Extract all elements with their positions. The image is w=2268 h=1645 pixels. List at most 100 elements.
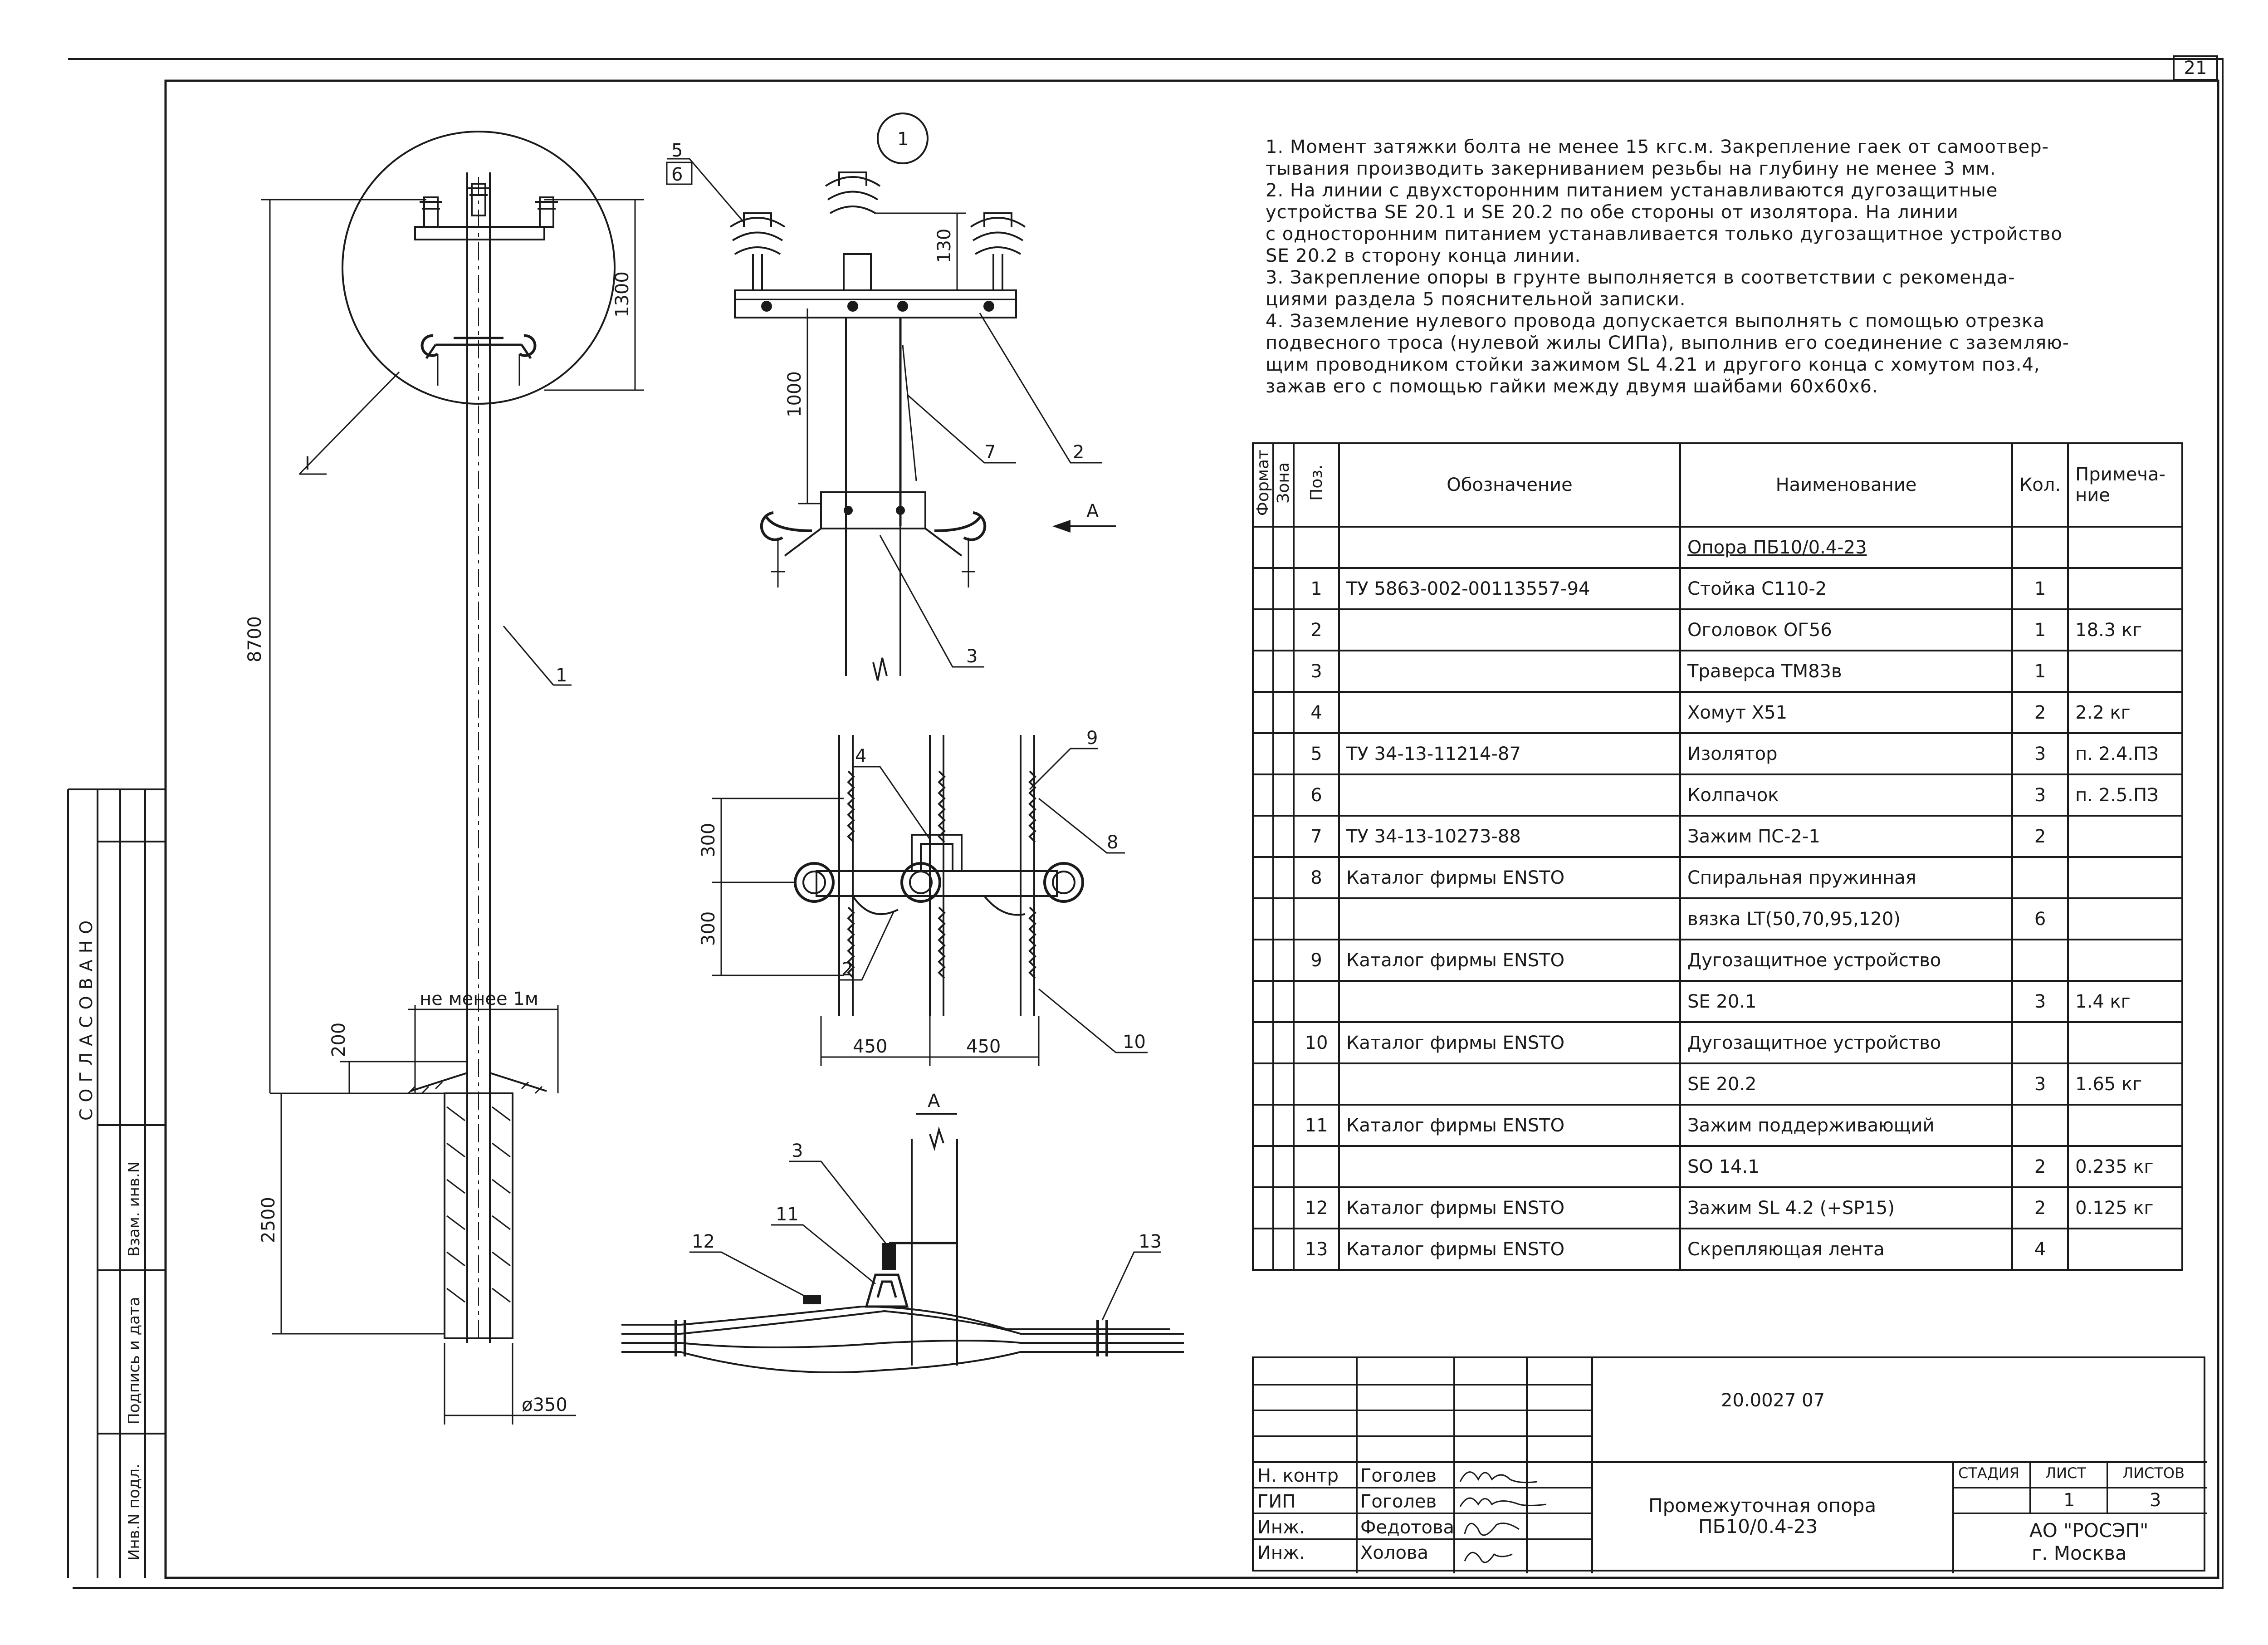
note-cell xyxy=(2067,1104,2184,1147)
sidebar-field-inventory: Инв.N подл. xyxy=(125,1464,143,1561)
note-cell: 0.235 кг xyxy=(2067,1145,2184,1188)
pos-cell: 11 xyxy=(1293,1104,1340,1147)
pos-cell: 9 xyxy=(1293,939,1340,982)
name-cell: Дугозащитное устройство xyxy=(1679,939,2013,982)
name-cell: Хомут Х51 xyxy=(1679,691,2013,734)
note-line: щим проводником стойки зажимом SL 4.21 и… xyxy=(1266,354,2040,375)
callout-10: 10 xyxy=(1123,1032,1146,1053)
note-line: 4. Заземление нулевого провода допускает… xyxy=(1266,311,2045,332)
designation-cell xyxy=(1338,1145,1681,1188)
name-cell: Зажим SL 4.2 (+SP15) xyxy=(1679,1186,2013,1229)
role-1: Н. контр xyxy=(1257,1465,1339,1486)
zone-cell xyxy=(1272,1062,1295,1106)
name-cell: Скрепляющая лента xyxy=(1679,1228,2013,1271)
view-arrow-a: А xyxy=(1086,501,1099,522)
format-cell xyxy=(1252,526,1274,569)
pos-cell: 1 xyxy=(1293,567,1340,610)
note-cell: 18.3 кг xyxy=(2067,608,2184,651)
designation-cell: Каталог фирмы ENSTO xyxy=(1338,1021,1681,1064)
title-line-1: Промежуточная опора xyxy=(1648,1494,1877,1517)
format-cell xyxy=(1252,980,1274,1023)
name-cell: Спиральная пружинная xyxy=(1679,856,2013,899)
note-line: 2. На линии с двухсторонним питанием уст… xyxy=(1266,180,1998,201)
note-line: 3. Закрепление опоры в грунте выполняетс… xyxy=(1266,267,2015,288)
header-name: Наименование xyxy=(1679,442,2013,528)
note-cell xyxy=(2067,815,2184,858)
zone-cell xyxy=(1272,856,1295,899)
pos-cell: 6 xyxy=(1293,774,1340,817)
zone-cell xyxy=(1272,1186,1295,1229)
name-3: Федотова xyxy=(1360,1517,1455,1538)
format-cell xyxy=(1252,1021,1274,1064)
designation-cell: Каталог фирмы ENSTO xyxy=(1338,939,1681,982)
header-designation: Обозначение xyxy=(1338,442,1681,528)
designation-cell xyxy=(1338,691,1681,734)
sidebar-field-signature: Подпись и дата xyxy=(125,1297,143,1425)
format-cell xyxy=(1252,567,1274,610)
qty-cell: 1 xyxy=(2011,608,2069,651)
sidebar-agreed: СОГЛАСОВАНО xyxy=(76,914,96,1121)
org-line-2: г. Москва xyxy=(2032,1542,2127,1564)
callout-I: I xyxy=(305,453,310,474)
qty-cell: 2 xyxy=(2011,815,2069,858)
sheet-value: 1 xyxy=(2063,1490,2075,1511)
general-notes: 1. Момент затяжки болта не менее 15 кгс.… xyxy=(1266,136,2209,397)
header-zone: Зона xyxy=(1274,462,1293,504)
dim-450-right: 450 xyxy=(966,1036,1001,1057)
zone-cell xyxy=(1272,526,1295,569)
pos-cell: 10 xyxy=(1293,1021,1340,1064)
sheets-value: 3 xyxy=(2150,1490,2161,1511)
qty-cell: 1 xyxy=(2011,567,2069,610)
table-row: Опора ПБ10/0.4-23 xyxy=(1252,526,2184,569)
note-line: циями раздела 5 пояснительной записки. xyxy=(1266,289,1686,310)
main-pole-view: 8700 1300 I 1 не менее 1м xyxy=(244,131,644,1425)
format-cell xyxy=(1252,650,1274,693)
stage-label: СТАДИЯ xyxy=(1958,1464,2019,1482)
zone-cell xyxy=(1272,1145,1295,1188)
name-cell: Дугозащитное устройство xyxy=(1679,1021,2013,1064)
dim-8700: 8700 xyxy=(244,616,265,662)
sheets-label: ЛИСТОВ xyxy=(2122,1464,2185,1482)
role-2: ГИП xyxy=(1257,1491,1296,1512)
note-line: с односторонним питанием устанавливается… xyxy=(1266,224,2063,245)
note-line: подвесного троса (нулевой жилы СИПа), вы… xyxy=(1266,333,2070,353)
view-a: А 3 11 12 13 xyxy=(621,1091,1184,1373)
designation-cell xyxy=(1338,1062,1681,1106)
note-cell xyxy=(2067,1228,2184,1271)
top-view: 300 300 450 450 4 9 8 2 10 xyxy=(698,728,1148,1066)
header-pos: Поз. xyxy=(1307,465,1326,501)
note-cell: п. 2.5.ПЗ xyxy=(2067,774,2184,817)
pos-cell: 3 xyxy=(1293,650,1340,693)
zone-cell xyxy=(1272,608,1295,651)
qty-cell: 4 xyxy=(2011,1228,2069,1271)
name-cell: Изолятор xyxy=(1679,732,2013,775)
zone-cell xyxy=(1272,980,1295,1023)
designation-cell: Каталог фирмы ENSTO xyxy=(1338,856,1681,899)
callout-7: 7 xyxy=(984,442,996,463)
format-cell xyxy=(1252,1062,1274,1106)
name-1: Гоголев xyxy=(1360,1465,1437,1486)
dim-200: 200 xyxy=(328,1023,349,1057)
format-cell xyxy=(1252,856,1274,899)
header-format: Формат xyxy=(1254,449,1272,516)
format-cell xyxy=(1252,691,1274,734)
pos-cell xyxy=(1293,1062,1340,1106)
qty-cell: 2 xyxy=(2011,691,2069,734)
signatures xyxy=(1459,1471,1547,1563)
pos-cell: 7 xyxy=(1293,815,1340,858)
note-line: SE 20.2 в сторону конца линии. xyxy=(1266,245,1581,266)
header-note: Примеча-ние xyxy=(2067,442,2184,528)
